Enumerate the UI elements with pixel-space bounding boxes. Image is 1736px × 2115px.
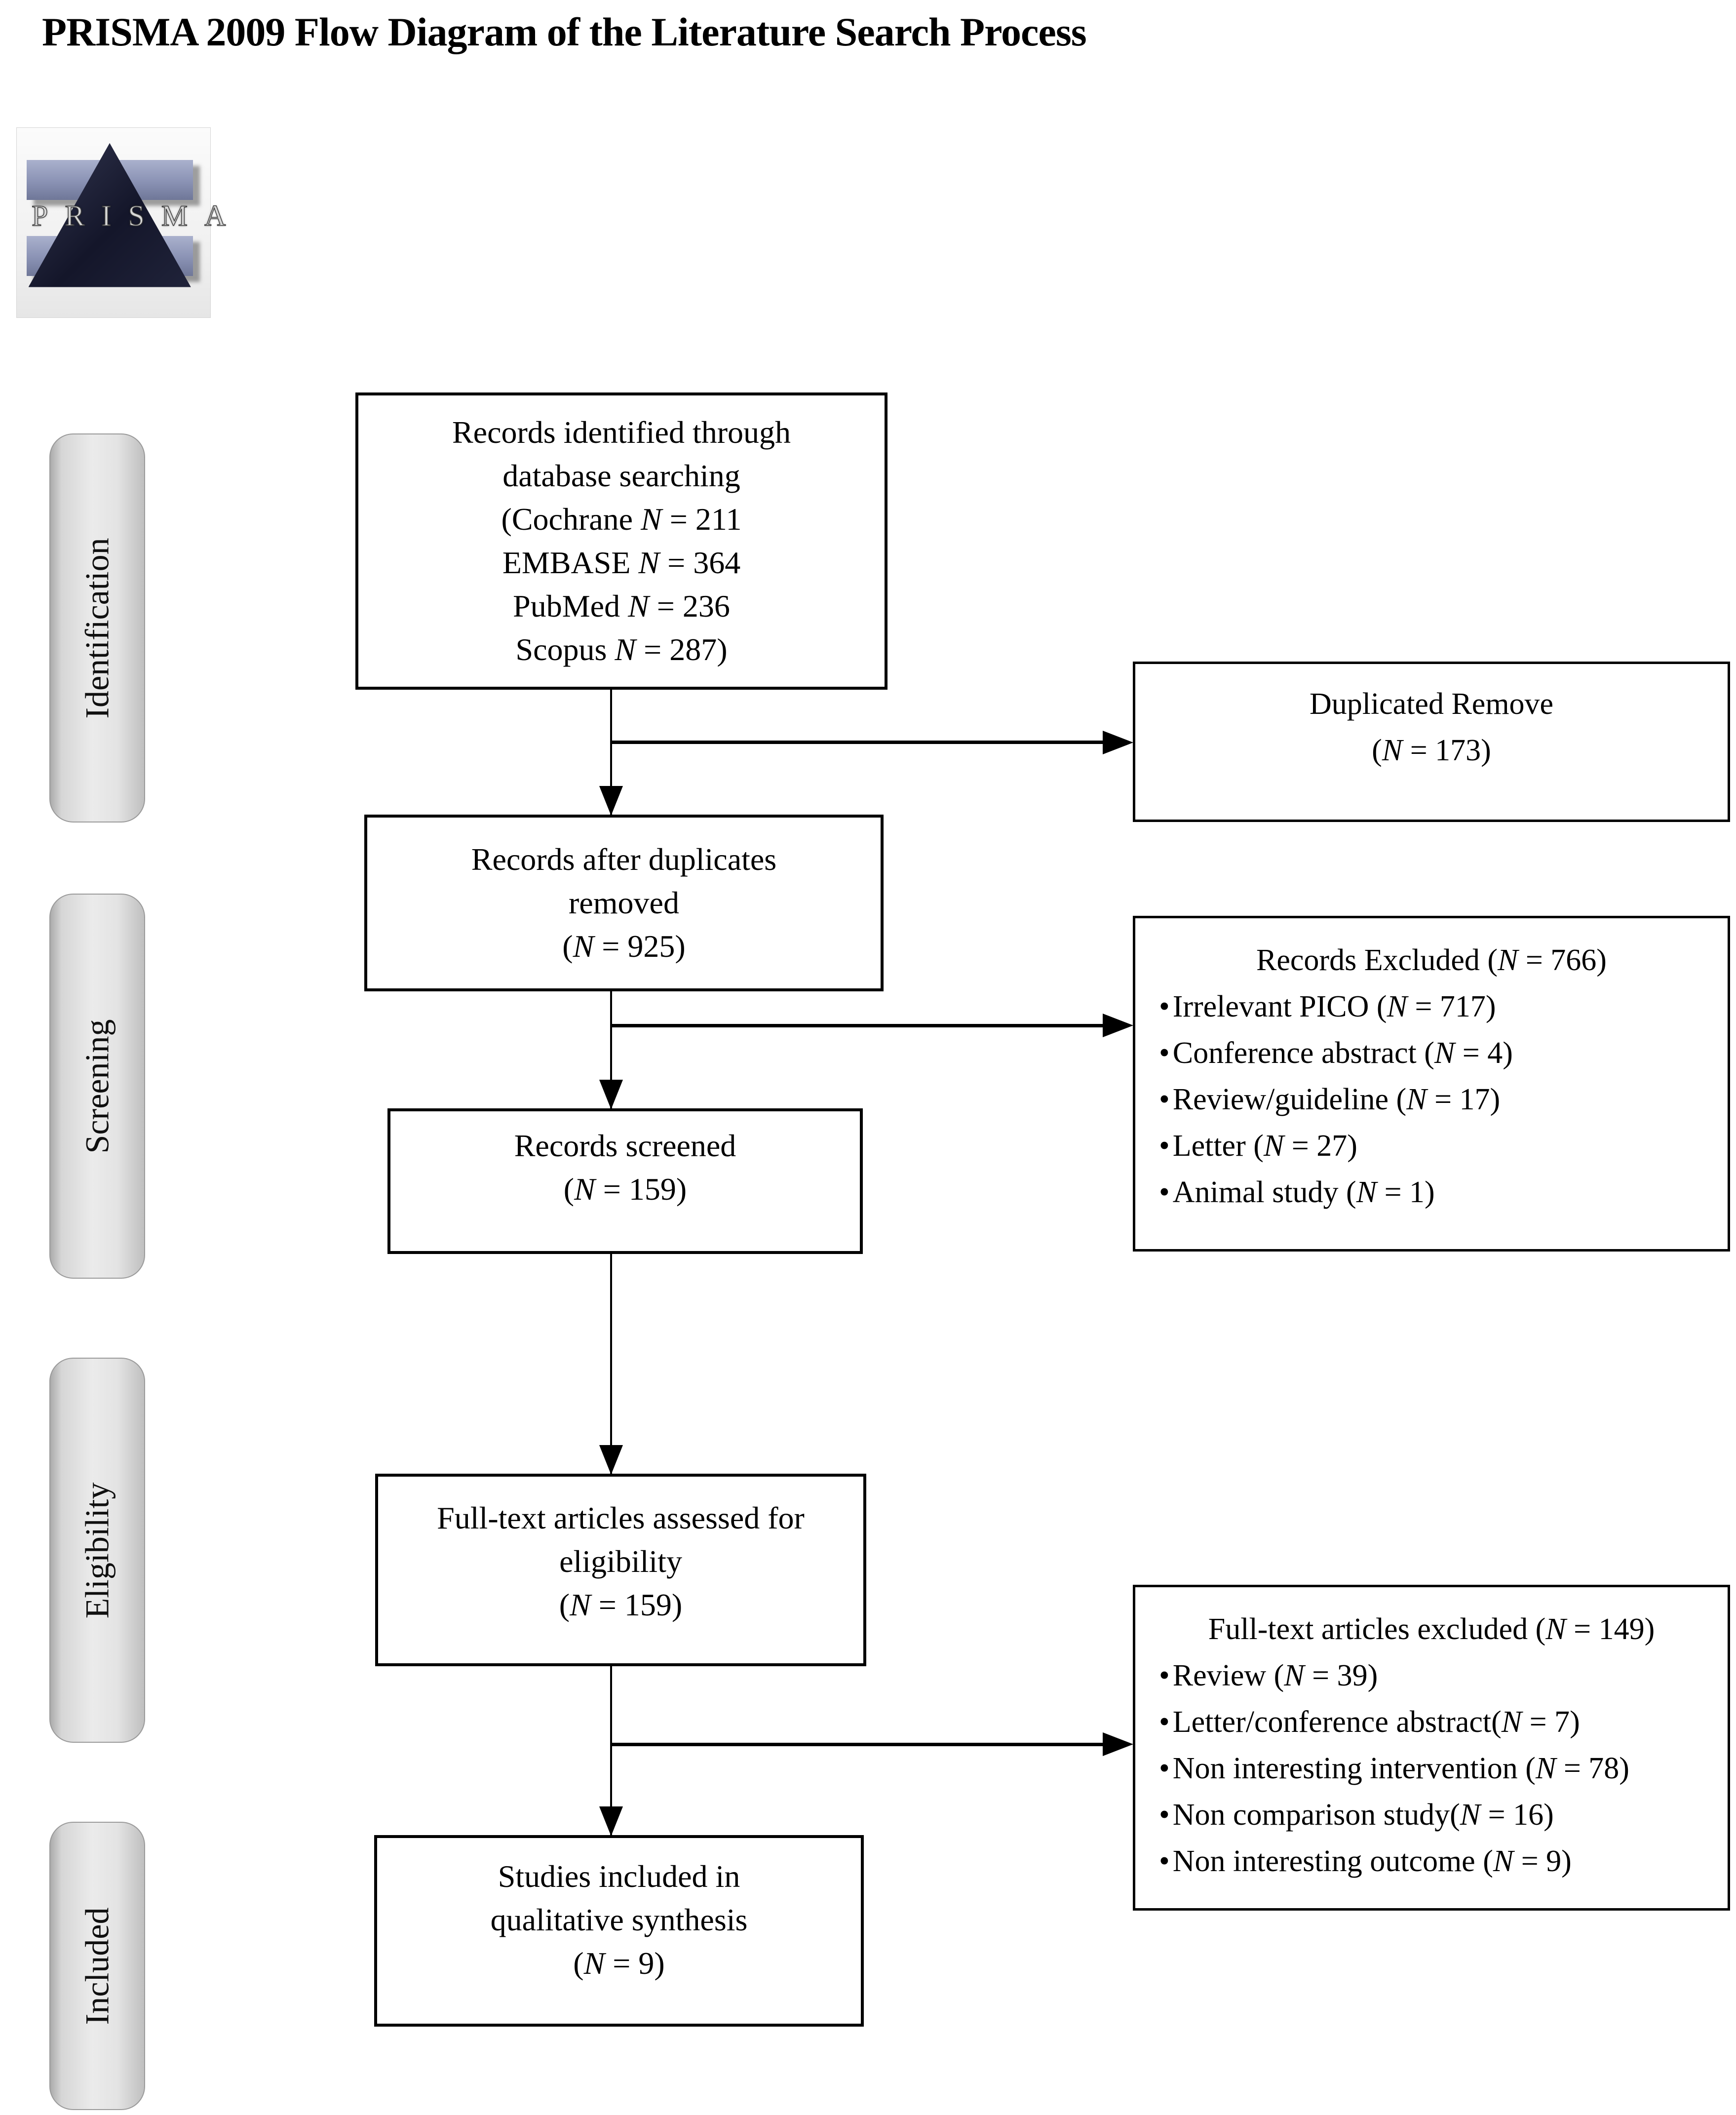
arrowhead-down-icon [599,1445,623,1475]
box-text-line: eligibility [559,1543,682,1579]
bullet-icon: • [1159,1129,1170,1163]
exclusion-item-label: Review (N = 39) [1172,1659,1378,1692]
arrowhead-down-icon [599,1806,623,1836]
exclusion-item: • Letter/conference abstract(N = 7) [1135,1699,1728,1745]
stage-eligibility-label: Eligibility [78,1482,116,1618]
box-text-line: (N = 159) [563,1172,687,1207]
bullet-icon: • [1159,1659,1170,1692]
box-text-line: Full-text articles assessed for [437,1500,805,1535]
box-after-duplicates: Records after duplicates removed (N = 92… [364,815,884,991]
stage-identification: Identification [49,433,145,822]
page-title: PRISMA 2009 Flow Diagram of the Literatu… [42,9,1087,54]
exclusion-item: • Animal study (N = 1) [1135,1169,1728,1215]
exclusion-item: • Conference abstract (N = 4) [1135,1030,1728,1076]
arrowhead-down-icon [599,1080,623,1109]
bullet-icon: • [1159,1705,1170,1739]
stage-included-label: Included [78,1907,116,2025]
box-text-line: (N = 925) [562,929,686,964]
box-text-line: Scopus N = 287) [515,632,728,667]
connector-screened-to-fulltext-line [610,1254,612,1474]
bullet-icon: • [1159,1083,1170,1116]
box-fulltext-excluded: Full-text articles excluded (N = 149) • … [1133,1585,1730,1911]
box-text-line: Records identified through [452,415,791,450]
box-text-line: (N = 9) [573,1945,665,1981]
exclusion-item: • Non interesting outcome (N = 9) [1135,1838,1728,1884]
box-fulltext-assessed: Full-text articles assessed for eligibil… [375,1474,866,1666]
exclusion-item-label: Non interesting outcome (N = 9) [1172,1844,1572,1878]
box-text-line: Records after duplicates [471,842,777,877]
box-records-screened: Records screened (N = 159) [387,1108,863,1254]
bullet-icon: • [1159,1752,1170,1785]
exclusion-item: • Review (N = 39) [1135,1652,1728,1699]
exclusion-item-label: Review/guideline (N = 17) [1172,1083,1501,1116]
box-text-line: EMBASE N = 364 [502,545,741,580]
exclusion-item-label: Non comparison study(N = 16) [1172,1798,1554,1832]
arrowhead-right-icon [1103,1732,1133,1756]
stage-screening: Screening [49,894,145,1279]
bullet-icon: • [1159,1175,1170,1209]
box-records-identified: Records identified through database sear… [355,392,887,690]
box-text-line: qualitative synthesis [490,1902,748,1937]
exclusion-item: • Irrelevant PICO (N = 717) [1135,983,1728,1030]
box-text-line: removed [569,885,679,920]
arrowhead-right-icon [1103,731,1133,754]
arrowhead-down-icon [599,786,623,816]
exclusion-item-label: Non interesting intervention (N = 78) [1172,1752,1629,1785]
box-text-line: Records screened [514,1128,736,1163]
stage-included: Included [49,1822,145,2110]
stage-identification-label: Identification [78,537,116,719]
box-text-line: (N = 159) [559,1587,683,1622]
stage-eligibility: Eligibility [49,1358,145,1743]
bullet-icon: • [1159,1844,1170,1878]
exclusion-item-label: Animal study (N = 1) [1172,1175,1435,1209]
box-duplicated-remove: Duplicated Remove (N = 173) [1133,662,1730,822]
exclusion-item-label: Letter (N = 27) [1172,1129,1357,1163]
exclusion-item: • Letter (N = 27) [1135,1123,1728,1169]
prisma-logo: PRISMA [16,127,243,318]
box-text-line: database searching [502,458,740,493]
exclusion-item: • Review/guideline (N = 17) [1135,1076,1728,1123]
bullet-icon: • [1159,1798,1170,1832]
bullet-icon: • [1159,990,1170,1023]
bullet-icon: • [1159,1036,1170,1070]
stage-screening-label: Screening [78,1019,116,1153]
box-text-line: Studies included in [498,1858,740,1894]
box-text-line: Duplicated Remove [1309,687,1554,721]
box-text-line: (N = 173) [1372,733,1491,767]
exclusion-header: Full-text articles excluded (N = 149) [1208,1612,1655,1646]
connector-to-duplicated-remove-line [610,741,1104,744]
exclusion-item: • Non interesting intervention (N = 78) [1135,1745,1728,1792]
exclusion-item: • Non comparison study(N = 16) [1135,1792,1728,1838]
box-text-line: (Cochrane N = 211 [501,502,742,537]
connector-identified-to-duplicates-line [610,690,612,815]
box-studies-included: Studies included in qualitative synthesi… [374,1835,864,2027]
arrowhead-right-icon [1103,1014,1133,1037]
connector-to-fulltext-excluded-line [610,1743,1104,1746]
connector-fulltext-to-included-line [610,1666,612,1835]
box-text-line: PubMed N = 236 [513,588,730,624]
exclusion-header: Records Excluded (N = 766) [1256,943,1607,977]
exclusion-item-label: Letter/conference abstract(N = 7) [1172,1705,1580,1739]
connector-to-records-excluded-line [610,1024,1104,1027]
box-records-excluded: Records Excluded (N = 766) • Irrelevant … [1133,916,1730,1252]
connector-duplicates-to-screened-line [610,991,612,1108]
exclusion-item-label: Conference abstract (N = 4) [1172,1036,1513,1070]
logo-wordmark: PRISMA [31,199,243,233]
exclusion-item-label: Irrelevant PICO (N = 717) [1172,990,1496,1023]
